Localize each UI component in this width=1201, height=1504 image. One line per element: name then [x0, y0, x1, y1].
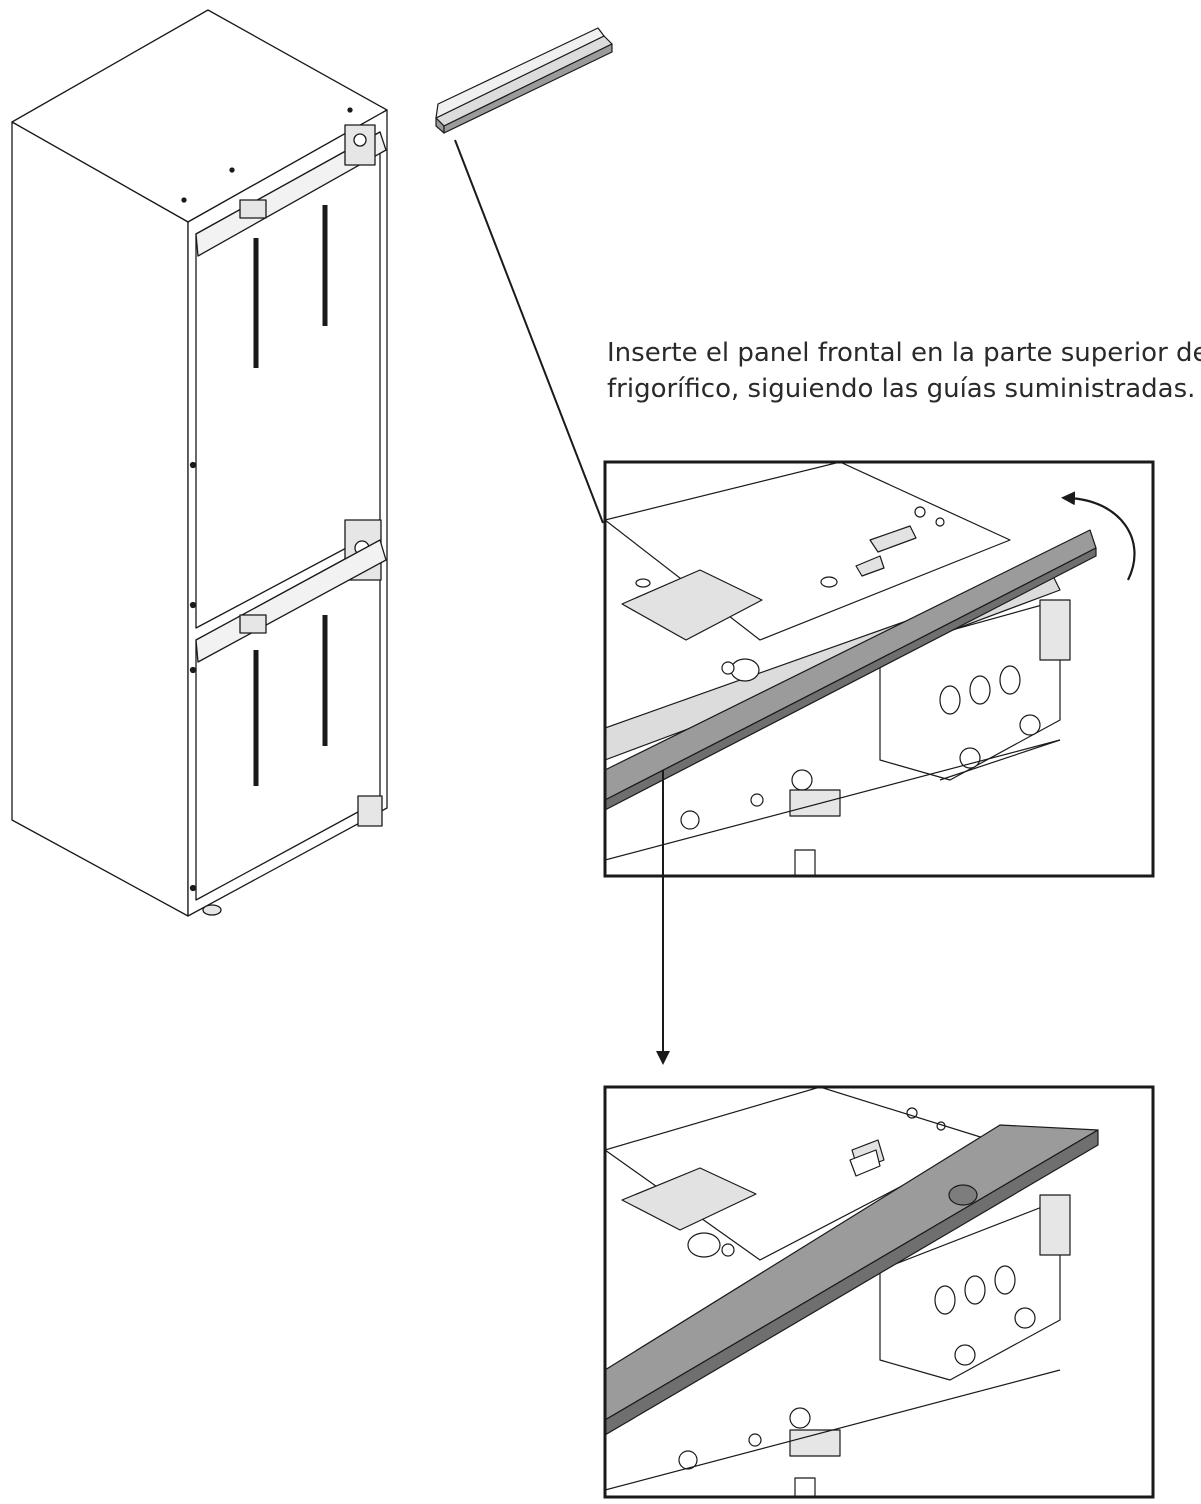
front-panel-rail-part	[435, 27, 613, 134]
detail-view-before	[603, 460, 1155, 878]
detail-frame-after	[603, 1085, 1155, 1499]
top-plate-label	[621, 569, 763, 641]
instruction-line-1: Inserte el panel frontal en la parte sup…	[607, 338, 1201, 368]
detail-view-after	[603, 1085, 1155, 1499]
leader-line	[454, 139, 604, 524]
bottom-hinge	[357, 795, 383, 827]
upper-hinge	[195, 124, 387, 257]
instruction-caption: Inserte el panel frontal en la parte sup…	[607, 335, 1201, 407]
detail-frame-before	[603, 460, 1155, 878]
curved-arrow-icon	[1061, 491, 1136, 581]
fridge-foot	[202, 904, 222, 916]
instruction-line-2: frigorífico, siguiendo las guías suminis…	[607, 374, 1196, 404]
fridge-side-face	[11, 121, 189, 917]
refrigerator-illustration	[11, 9, 388, 917]
middle-hinge	[195, 519, 387, 663]
